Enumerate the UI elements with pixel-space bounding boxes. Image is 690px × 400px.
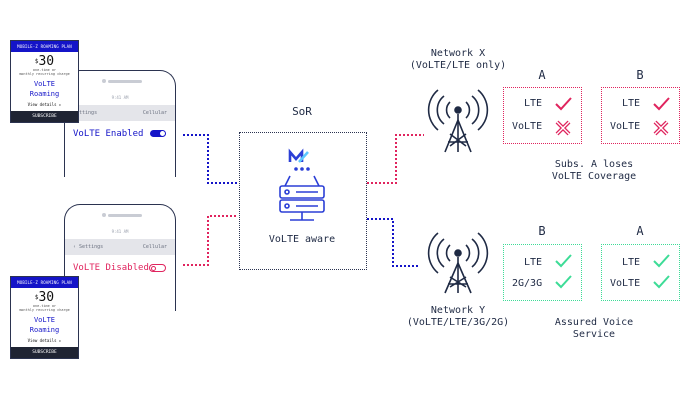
subscriber-letter: A	[636, 224, 644, 238]
plan-card-header: MOBILE-Z ROAMING PLAN	[11, 41, 78, 52]
subscriber-a-box: LTE VoLTE	[503, 87, 582, 144]
settings-nav-bar: Settings Cellular	[65, 105, 175, 121]
status-icons	[555, 97, 572, 136]
nav-title-cellular: Cellular	[142, 110, 167, 116]
connector-sor-network-x	[367, 134, 424, 184]
bottom-group-caption: Assured Voice	[554, 317, 634, 328]
volte-toggle-label: VoLTE Enabled	[73, 129, 144, 139]
connector-bottom-phone-sor	[183, 215, 238, 266]
nav-back-settings[interactable]: ‹ Settings	[73, 244, 104, 250]
volte-toggle-off[interactable]	[149, 264, 166, 272]
phone-volte-disabled: 9:41 AM ‹ Settings Cellular VoLTE Disabl…	[64, 204, 176, 311]
cell-tower-x-icon	[427, 89, 489, 153]
network-y-name: Network Y	[430, 305, 486, 316]
subscribe-button[interactable]: SUBSCRIBE	[11, 347, 78, 358]
view-details-link[interactable]: View details ▸	[27, 102, 62, 107]
nav-back-settings[interactable]: Settings	[73, 110, 98, 116]
nav-title-cellular: Cellular	[142, 244, 167, 250]
bottom-group-caption: Service	[572, 329, 616, 340]
network-y-desc: (VoLTE/LTE/3G/2G)	[406, 317, 510, 328]
cell-tower-y-icon	[427, 232, 489, 294]
subscriber-letter: A	[538, 68, 546, 82]
subscriber-b-box: LTE 2G/3G	[503, 244, 582, 301]
top-group-caption: VoLTE Coverage	[551, 171, 637, 182]
sor-logo-icon	[288, 148, 310, 171]
plan-price: $30	[34, 54, 55, 69]
server-icon	[279, 175, 325, 221]
subscriber-a-box: LTE VoLTE	[601, 244, 680, 301]
subscriber-b-box: LTE VoLTE	[601, 87, 680, 144]
sor-box	[239, 132, 367, 270]
network-x-desc: (VoLTE/LTE only)	[409, 60, 507, 71]
settings-nav-bar: ‹ Settings Cellular	[65, 239, 175, 255]
top-group-caption: Subs. A loses	[554, 159, 634, 170]
status-icons	[555, 254, 572, 289]
subscriber-letter: B	[636, 68, 644, 82]
status-icons	[653, 254, 670, 289]
network-x-name: Network X	[430, 48, 486, 59]
subscribe-button[interactable]: SUBSCRIBE	[11, 111, 78, 122]
sor-title: SoR	[292, 105, 312, 118]
volte-toggle-label: VoLTE Disabled	[73, 263, 149, 273]
check-icon	[653, 97, 670, 111]
sor-label: VoLTE aware	[268, 234, 336, 245]
connector-top-phone-sor	[183, 134, 238, 184]
check-icon	[653, 254, 670, 268]
volte-toggle-on[interactable]	[150, 130, 166, 137]
subscriber-letter: B	[538, 224, 546, 238]
check-icon	[555, 254, 572, 268]
check-icon	[555, 97, 572, 111]
connector-sor-network-y	[367, 218, 420, 267]
check-icon	[555, 275, 572, 289]
plan-price: $30	[34, 290, 55, 305]
view-details-link[interactable]: View details ▸	[27, 338, 62, 343]
phone-volte-enabled: 9:41 AM Settings Cellular VoLTE Enabled	[64, 70, 176, 177]
check-icon	[653, 275, 670, 289]
roaming-plan-card: MOBILE-Z ROAMING PLAN $30 one-time or mo…	[10, 276, 79, 359]
status-icons	[653, 97, 670, 136]
plan-card-header: MOBILE-Z ROAMING PLAN	[11, 277, 78, 288]
roaming-plan-card: MOBILE-Z ROAMING PLAN $30 one-time or mo…	[10, 40, 79, 123]
